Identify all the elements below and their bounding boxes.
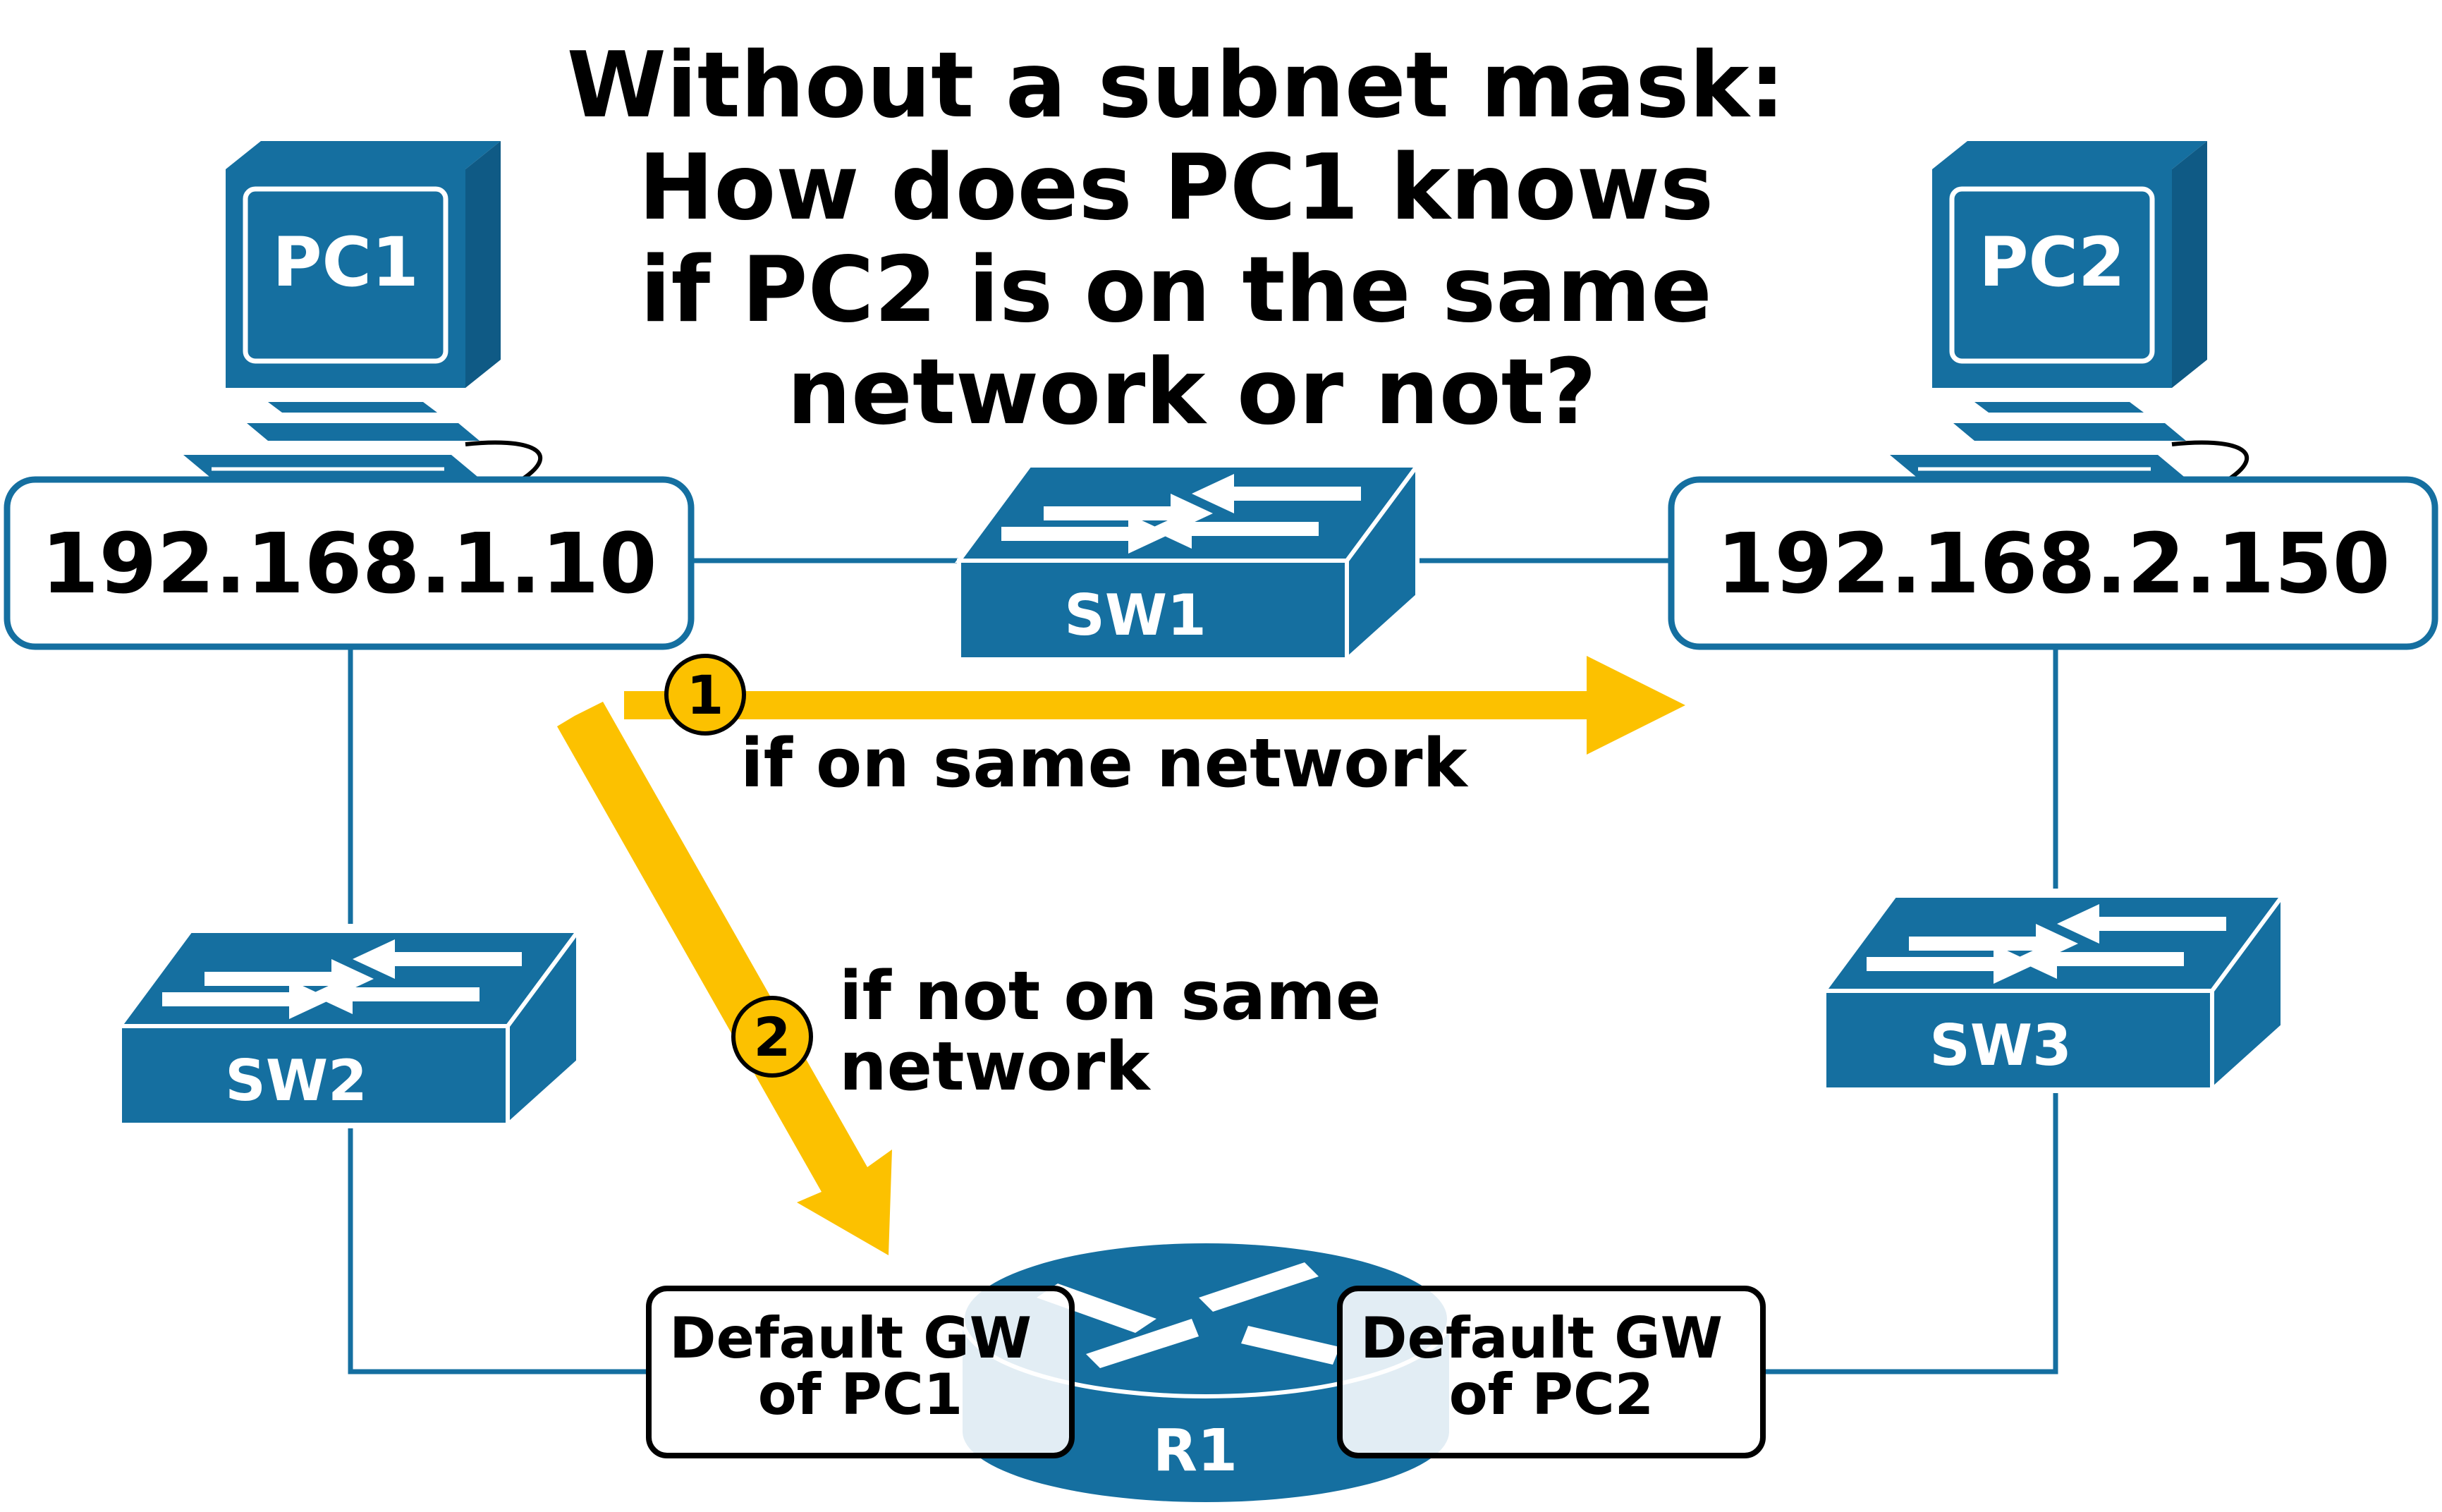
step-2-arrow (557, 702, 892, 1255)
network-links (348, 558, 2058, 1374)
step-1-line-1: if on same network (740, 725, 1468, 803)
step-2-line-1: if not on same (839, 958, 1381, 1035)
gateway-pc2-line-2: of PC2 (1449, 1362, 1654, 1427)
pc1-ip-box: 192.168.1.10 (4, 476, 695, 650)
link-sw2-r1 (348, 1128, 649, 1374)
gateway-pc1-text: Default GW of PC1 (669, 1305, 1051, 1427)
pc1-ip-address: 192.168.1.10 (41, 515, 657, 612)
step-2-number: 2 (754, 1006, 791, 1068)
pc2-computer-icon: PC2 (1890, 141, 2247, 522)
pc1-computer-icon: PC1 (183, 141, 540, 522)
sw3-label: SW3 (1929, 1013, 2072, 1078)
pc2-ip-box: 192.168.2.150 (1668, 476, 2438, 650)
sw1-label: SW1 (1064, 583, 1207, 648)
step-1-number: 1 (687, 664, 724, 726)
r1-router-icon: R1 (960, 1239, 1451, 1502)
title-line-2: How does PC1 knows (638, 135, 1714, 240)
sw1-switch-icon: SW1 (959, 465, 1417, 659)
step-2-line-2: network (839, 1028, 1151, 1106)
router-arrows-icon (1037, 1262, 1340, 1368)
gateway-pc1-line-2: of PC1 (758, 1362, 963, 1427)
link-sw3-r1 (1763, 1093, 2058, 1374)
sw2-switch-icon: SW2 (120, 931, 578, 1125)
gateway-pc2-text: Default GW of PC2 (1360, 1305, 1742, 1427)
pc2-ip-address: 192.168.2.150 (1716, 515, 2391, 612)
page-title: Without a subnet mask: How does PC1 know… (567, 33, 1817, 445)
step-1-arrow (624, 656, 1685, 755)
step-2-label: if not on same network (839, 958, 1404, 1106)
step-1-label: if on same network (740, 725, 1468, 803)
title-line-4: network or not? (787, 340, 1597, 445)
gateway-pc1-line-1: Default GW (669, 1305, 1032, 1371)
step-2-badge: 2 (731, 996, 813, 1078)
sw3-switch-icon: SW3 (1824, 896, 2283, 1090)
title-line-3: if PC2 is on the same (640, 238, 1712, 343)
sw2-label: SW2 (225, 1048, 367, 1114)
pc1-label: PC1 (272, 223, 419, 302)
gateway-pc2-box: Default GW of PC2 (1337, 1286, 1766, 1458)
r1-label: R1 (1153, 1418, 1238, 1484)
step-1-badge: 1 (664, 654, 746, 736)
title-line-1: Without a subnet mask: (567, 33, 1785, 138)
gateway-pc2-line-1: Default GW (1360, 1305, 1723, 1371)
gateway-pc1-box: Default GW of PC1 (646, 1286, 1075, 1458)
pc2-label: PC2 (1979, 223, 2125, 302)
